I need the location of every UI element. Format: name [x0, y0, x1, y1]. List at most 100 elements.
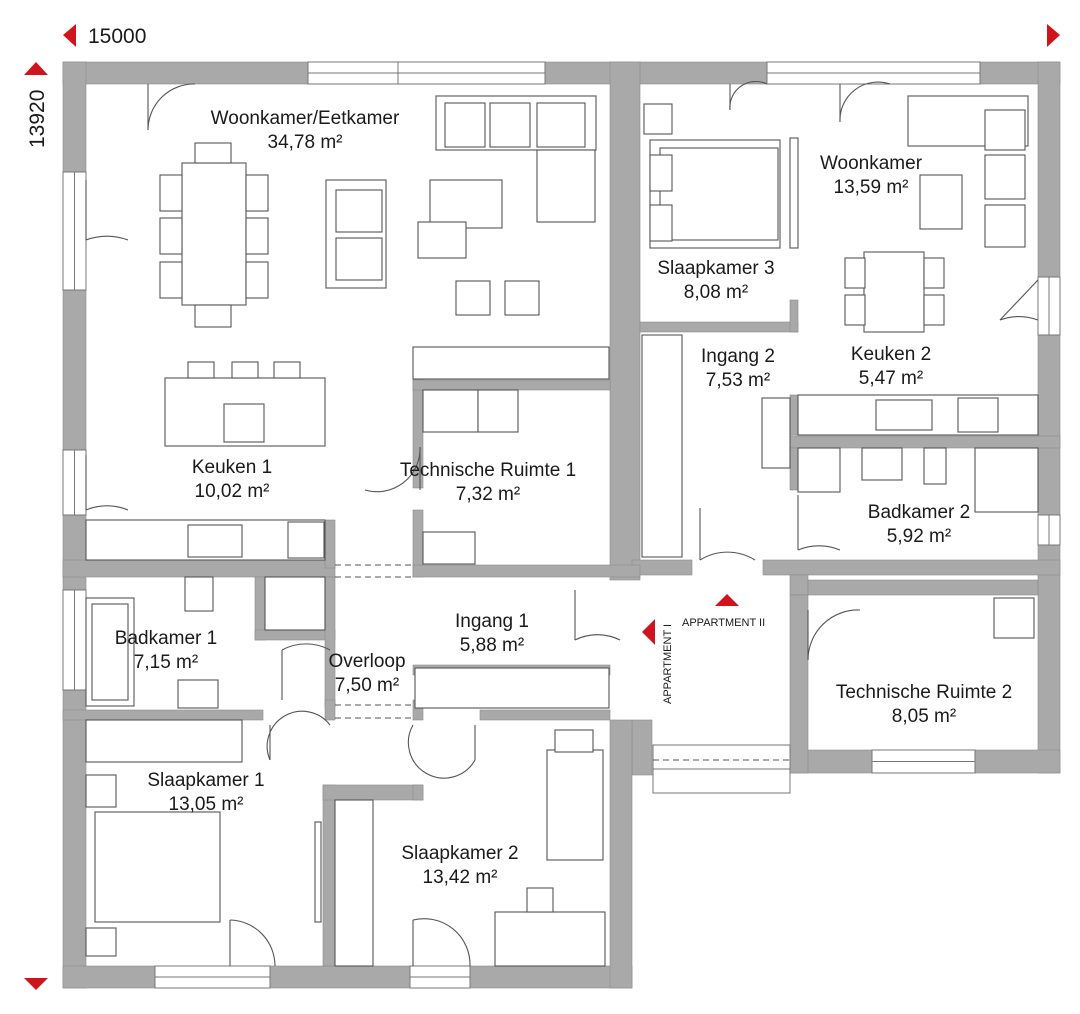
mirror [314, 821, 322, 923]
wall [324, 699, 336, 721]
room-name: Technische Ruimte 2 [836, 682, 1012, 703]
chair [844, 257, 866, 289]
chair [526, 887, 554, 913]
stool [504, 280, 540, 316]
apartment-two-arrow-icon [715, 594, 739, 606]
arrow-left-icon [63, 24, 76, 47]
chair [159, 217, 183, 255]
coffee-table [429, 179, 503, 229]
desk [494, 911, 606, 967]
wall [324, 576, 336, 708]
door-swing [281, 643, 331, 651]
arrow-right-icon [1047, 24, 1060, 47]
door-swing [85, 235, 129, 241]
door-swing [574, 634, 621, 641]
door-swing [412, 918, 471, 967]
door-swing [839, 81, 891, 123]
door-swing [364, 446, 421, 493]
wall [807, 579, 1039, 596]
chair [245, 261, 269, 299]
double-bed [94, 811, 221, 923]
room-area: 13,59 m² [834, 177, 909, 198]
room-name: Overloop [328, 651, 405, 672]
cushion [984, 109, 1026, 151]
room-area: 7,15 m² [134, 652, 198, 673]
room-name: Slaapkamer 3 [657, 258, 774, 279]
wall [412, 784, 424, 801]
toilet [923, 447, 947, 485]
cushion [444, 102, 486, 148]
wardrobe [641, 334, 683, 558]
wall [789, 594, 809, 774]
wall [789, 574, 809, 596]
wall [62, 689, 87, 989]
chair [844, 294, 866, 326]
nightstand [649, 204, 673, 242]
wall [762, 559, 1061, 576]
wall [62, 709, 264, 721]
wall [269, 965, 411, 989]
room-name: Woonkamer/Eetkamer [211, 108, 400, 129]
door-swing [797, 545, 841, 551]
washer [422, 389, 479, 433]
door-swing [807, 609, 861, 661]
room-area: 5,47 m² [859, 368, 923, 389]
width-dimension: 15000 [88, 25, 146, 48]
wardrobe [414, 667, 610, 709]
walls [62, 61, 1061, 989]
wall [789, 447, 799, 491]
dryer [477, 389, 519, 433]
room-name: Slaapkamer 2 [401, 843, 518, 864]
wall [1037, 61, 1061, 278]
furniture [85, 95, 1039, 967]
windows [62, 61, 1061, 989]
wall [324, 519, 336, 569]
dining-table [181, 162, 247, 306]
dishwasher [287, 521, 325, 559]
chair [923, 257, 945, 289]
bathtub-basin [91, 603, 129, 701]
room-name: Slaapkamer 1 [147, 770, 264, 791]
washbasin [177, 679, 219, 709]
wall [412, 564, 641, 578]
wall [322, 784, 336, 967]
chair [159, 174, 183, 212]
room-name: Badkamer 2 [868, 502, 970, 523]
apartment-one-arrow-icon [642, 619, 655, 645]
wall [1037, 544, 1061, 774]
door-swing [999, 316, 1039, 321]
room-area: 8,05 m² [892, 706, 956, 727]
mirror [789, 137, 799, 249]
door-leaf [999, 279, 1039, 321]
cushion [536, 102, 586, 148]
toilet [184, 576, 214, 612]
room-area: 7,53 m² [706, 370, 770, 391]
chair [194, 304, 232, 328]
wall [609, 719, 633, 989]
wall [544, 61, 768, 85]
room-area: 7,50 m² [335, 675, 399, 696]
shower [264, 576, 326, 631]
wall [62, 61, 309, 85]
wall [62, 514, 87, 591]
wall [1037, 334, 1061, 516]
wardrobe [643, 103, 673, 135]
arrow-up-icon [24, 62, 48, 75]
wall [789, 435, 1061, 449]
cushion [489, 102, 531, 148]
wall [412, 379, 611, 391]
nightstand [85, 927, 117, 957]
wall [62, 965, 156, 989]
wall [469, 965, 633, 989]
wall [789, 299, 799, 333]
cooktop [223, 403, 265, 443]
cushion [984, 154, 1026, 200]
door-swing [699, 551, 756, 561]
wall [974, 749, 1061, 774]
room-name: Woonkamer [820, 153, 923, 174]
room-area: 8,08 m² [684, 282, 748, 303]
room-area: 10,02 m² [195, 481, 270, 502]
wardrobe [334, 799, 374, 967]
room-name: Keuken 2 [851, 344, 931, 365]
